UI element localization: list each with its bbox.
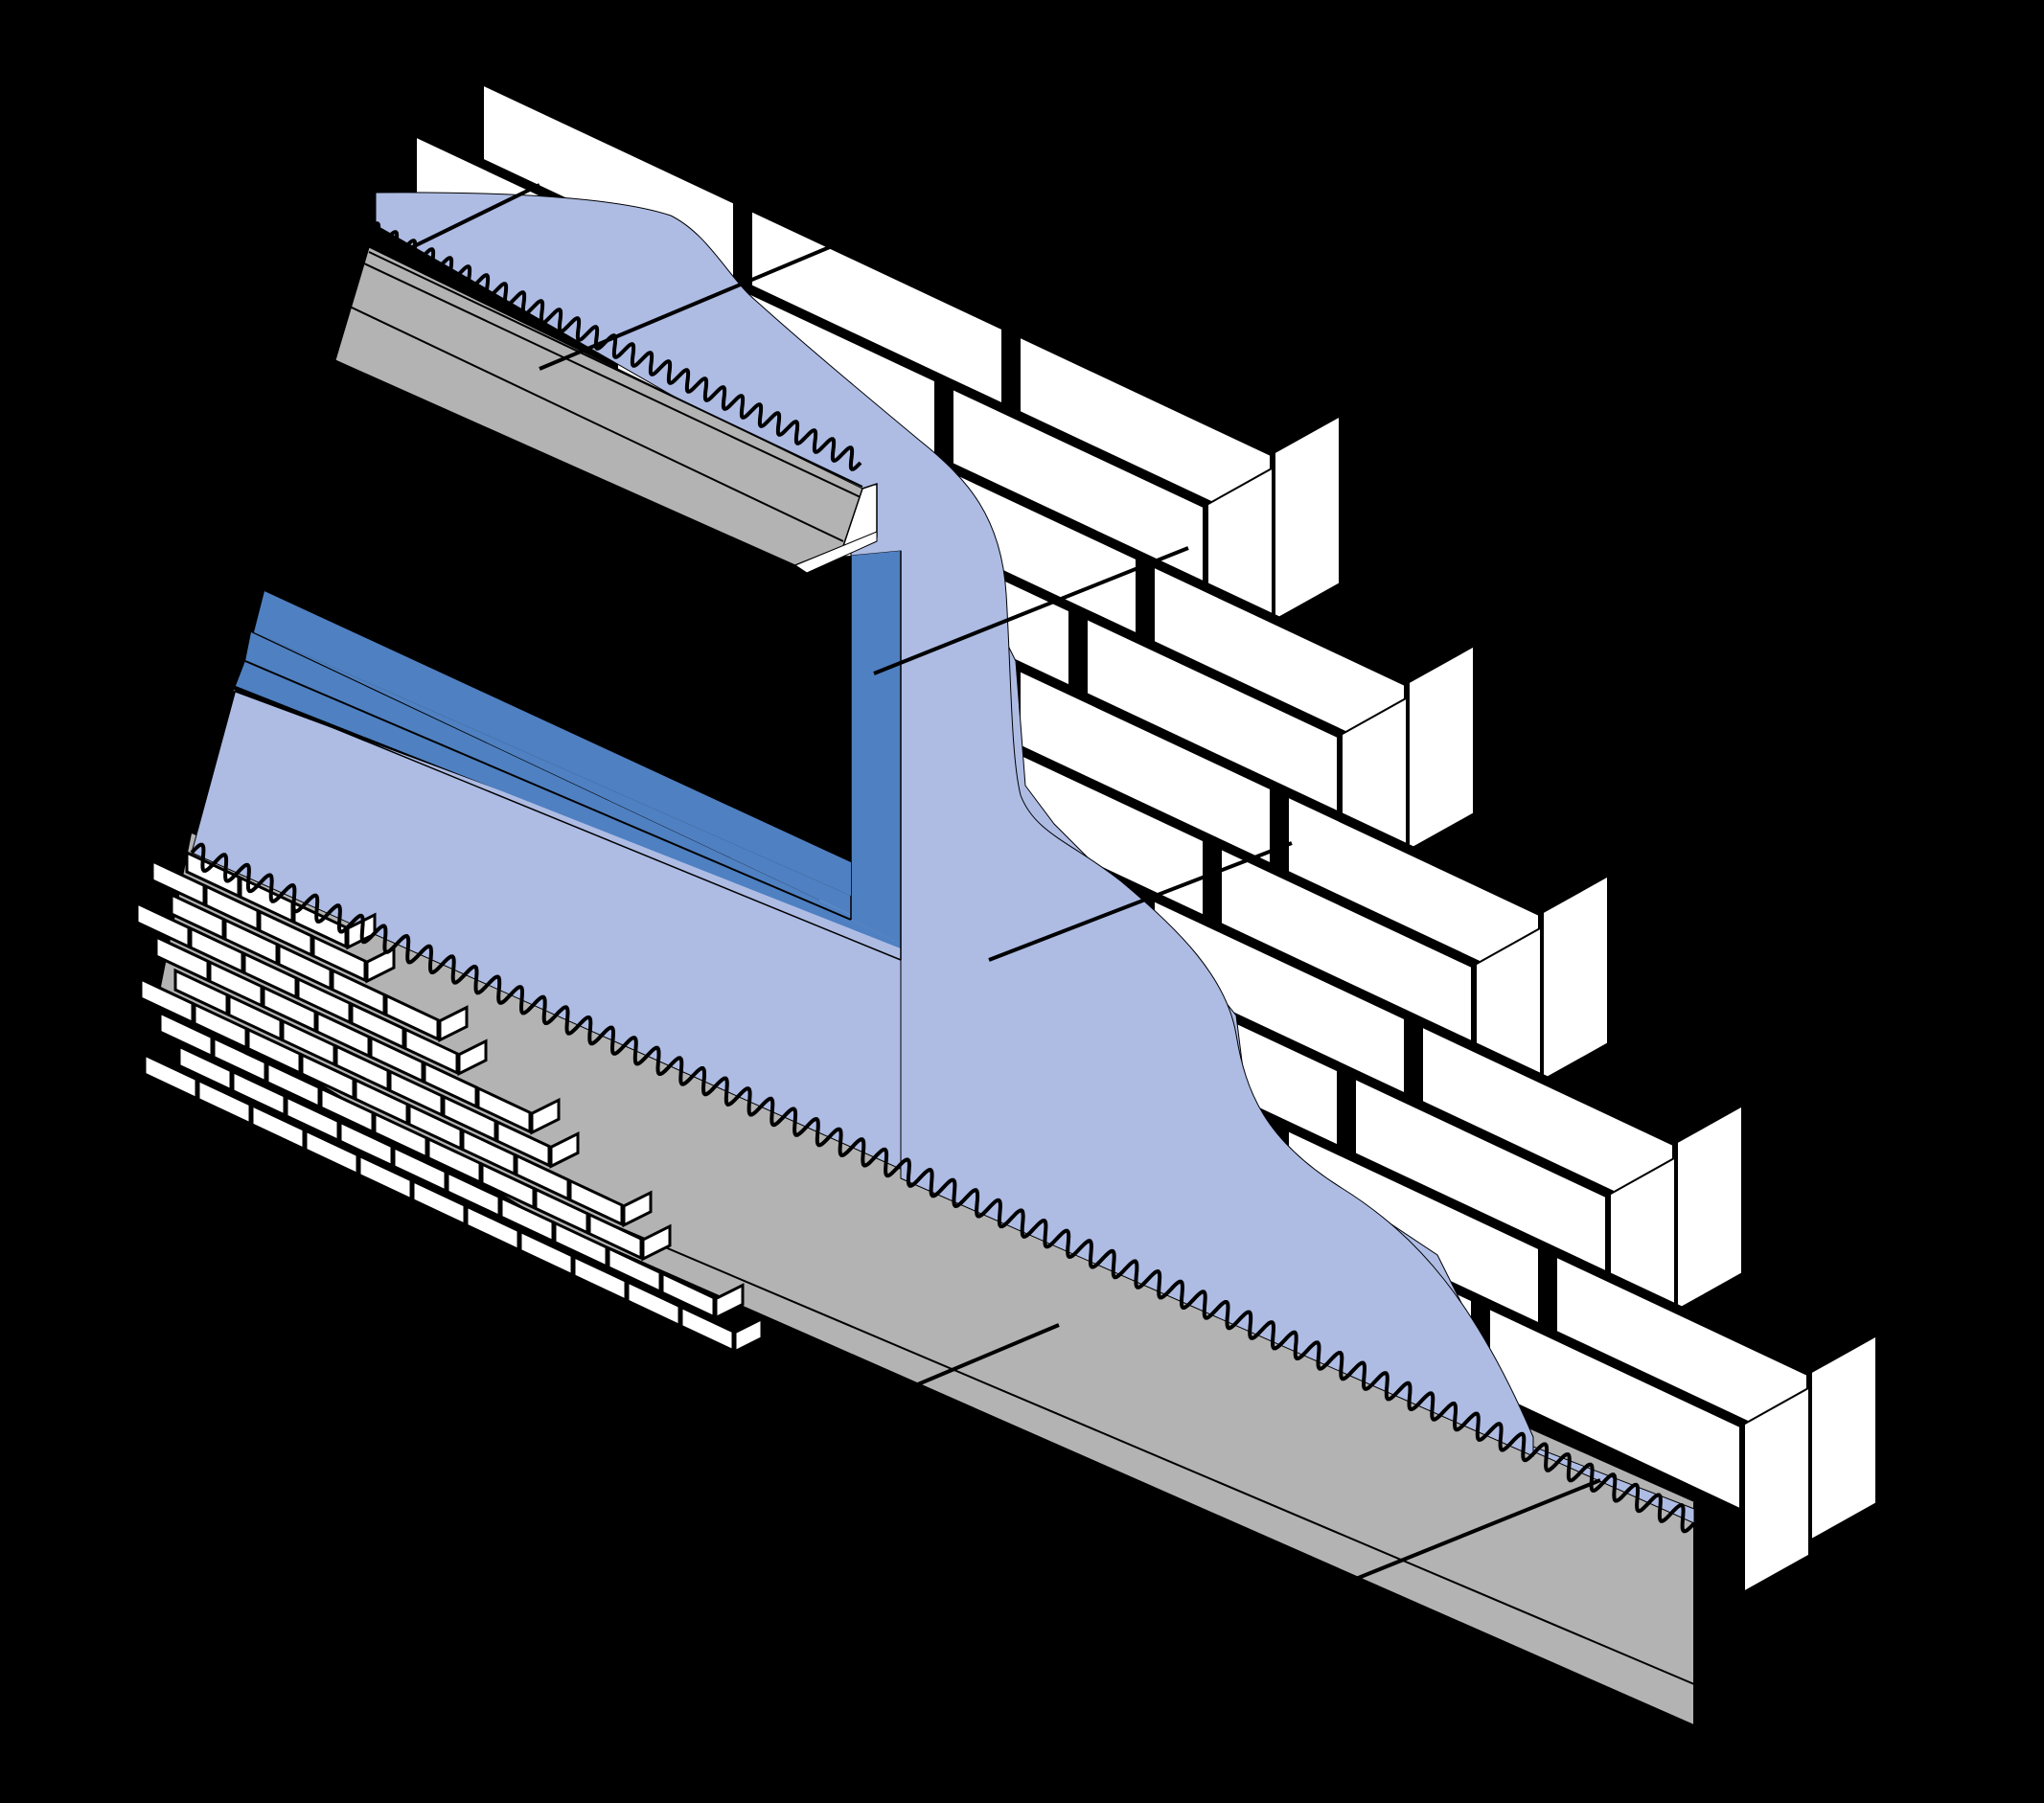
brick-end: [1676, 1104, 1743, 1312]
brick: [426, 1136, 482, 1185]
leader-line: [1350, 1478, 1601, 1583]
brick: [369, 1035, 425, 1084]
brick: [499, 1195, 555, 1244]
brick: [446, 1170, 501, 1219]
brick-end: [1274, 414, 1341, 623]
brick-end: [622, 1190, 653, 1228]
brick: [403, 1027, 459, 1076]
brick: [246, 1027, 302, 1076]
leader-line: [873, 546, 1189, 675]
brick: [534, 1187, 589, 1236]
brick: [660, 1270, 716, 1319]
brick: [227, 993, 283, 1042]
leader-line: [407, 183, 540, 251]
brick: [170, 892, 225, 941]
brick-end: [438, 1005, 469, 1043]
brick: [208, 959, 264, 1009]
brick: [292, 901, 348, 949]
brick: [334, 1043, 390, 1092]
brick: [384, 993, 440, 1042]
brick-end: [733, 1316, 764, 1355]
brick: [626, 1279, 681, 1328]
brick: [135, 901, 191, 949]
brick: [185, 850, 241, 899]
brick: [304, 1128, 359, 1176]
leader-line: [539, 240, 844, 371]
brick: [319, 1085, 375, 1134]
brick: [173, 968, 229, 1016]
brick: [338, 1119, 394, 1169]
brick: [442, 1094, 497, 1143]
brick: [407, 1103, 463, 1152]
brick: [285, 1094, 340, 1143]
steel-lintel: [334, 224, 878, 574]
brick: [515, 1153, 570, 1201]
brick-end: [549, 1130, 580, 1169]
brick-end: [714, 1283, 745, 1320]
brick: [568, 1178, 624, 1227]
leader-line: [988, 841, 1293, 962]
brick: [315, 1010, 371, 1059]
leader-lines: [407, 183, 1601, 1583]
window-opening: [264, 360, 851, 862]
brick: [277, 943, 333, 992]
membrane-upper: [375, 192, 1534, 1457]
brick: [461, 1128, 517, 1176]
brick: [262, 985, 317, 1034]
brick: [553, 1221, 609, 1269]
brick: [357, 1153, 413, 1202]
brick: [150, 858, 206, 907]
brick: [480, 1161, 536, 1210]
brick: [154, 934, 210, 983]
brick: [196, 1078, 252, 1127]
brick: [331, 968, 386, 1016]
leader-line: [906, 1323, 1060, 1391]
corrugated-tie: [367, 221, 862, 471]
brick: [189, 925, 244, 974]
brick: [212, 1036, 267, 1084]
brick: [204, 883, 260, 932]
brick-end: [457, 1038, 488, 1077]
brick: [193, 1001, 248, 1051]
brick: [423, 1061, 478, 1109]
brick: [350, 1001, 405, 1050]
brick-end: [1408, 644, 1475, 853]
brick: [476, 1085, 532, 1134]
brick: [143, 1052, 198, 1101]
brick: [250, 1103, 306, 1152]
brick: [373, 1111, 428, 1160]
brick: [158, 1010, 214, 1059]
brick: [354, 1077, 409, 1127]
brick-end: [1542, 874, 1609, 1083]
brick: [139, 976, 195, 1025]
brick: [281, 1018, 336, 1067]
brick-end: [530, 1097, 561, 1135]
brick: [495, 1119, 551, 1168]
brick: [296, 976, 352, 1025]
brick-end: [1810, 1334, 1877, 1542]
brick-end: [641, 1223, 672, 1262]
brick: [679, 1304, 735, 1354]
brick: [388, 1069, 444, 1118]
brick: [231, 1069, 287, 1118]
brick: [177, 1043, 233, 1093]
brick: [587, 1212, 643, 1261]
brick: [607, 1245, 662, 1294]
corrugated-tie: [190, 842, 1696, 1534]
brick-veneer-left: [135, 850, 764, 1355]
brick: [300, 1052, 356, 1101]
brick: [223, 917, 279, 967]
brick-end: [1743, 1385, 1810, 1594]
brick: [242, 951, 298, 1000]
brick: [392, 1145, 448, 1194]
brick: [572, 1254, 628, 1303]
brick: [265, 1061, 321, 1109]
brick: [311, 934, 367, 983]
brick: [258, 909, 313, 958]
corrugated-wall-ties: [190, 221, 1696, 1534]
brick: [411, 1178, 467, 1227]
brick: [518, 1229, 574, 1278]
brick: [465, 1203, 520, 1252]
